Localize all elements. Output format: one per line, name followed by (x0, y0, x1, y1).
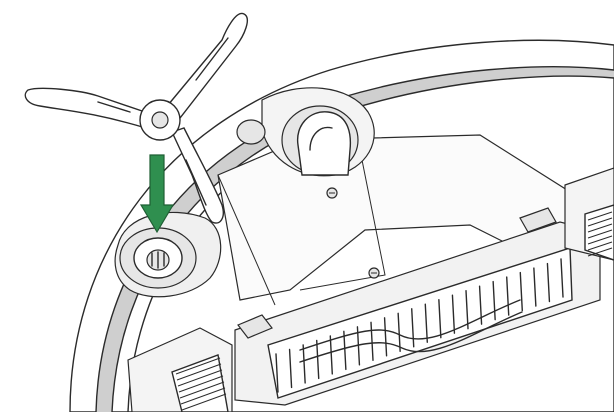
sensor-icon (237, 120, 265, 144)
side-brush (25, 13, 247, 223)
hub-icon (152, 112, 168, 128)
